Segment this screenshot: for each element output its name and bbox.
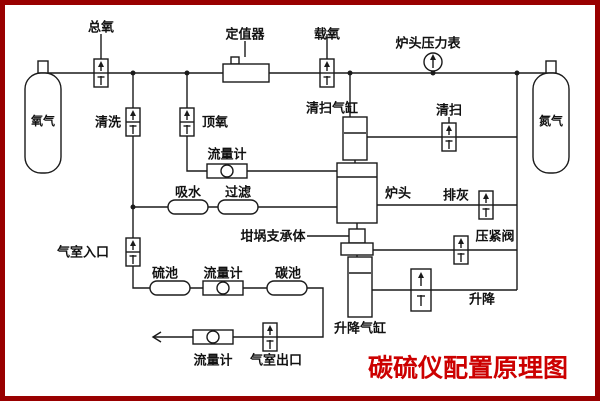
sulfur-cell-symbol (149, 280, 191, 296)
label-flowmeter-top: 流量计 (207, 146, 247, 162)
label-filter: 过滤 (224, 184, 252, 200)
crucible-support-symbol (340, 228, 374, 256)
flowmeter-mid-symbol (202, 280, 244, 296)
label-gas-chamber-outlet: 气室出口 (249, 352, 303, 368)
label-lift: 升降 (468, 291, 496, 307)
ash-discharge-valve (478, 190, 494, 220)
diagram-title: 碳硫仪配置原理图 (367, 354, 569, 383)
top-oxygen-line (186, 73, 337, 172)
filter-symbol (217, 199, 259, 215)
gas-chamber-outlet-valve (262, 322, 278, 352)
label-regulator: 定值器 (225, 26, 265, 42)
purge-valve (125, 107, 141, 137)
sweep-cylinder-symbol (342, 116, 368, 161)
flowmeter-bottom-symbol (192, 329, 234, 345)
label-sulfur-cell: 硫池 (151, 265, 179, 281)
flowmeter-top-symbol (206, 163, 248, 179)
label-lift-cylinder: 升降气缸 (333, 320, 387, 336)
pressure-gauge-icon (423, 52, 443, 72)
label-gas-chamber-inlet: 气室入口 (56, 244, 110, 260)
carbon-cell-symbol (266, 280, 308, 296)
lift-cylinder-symbol (347, 256, 373, 318)
label-oxygen-cylinder: 氧气 (30, 114, 56, 128)
label-top-oxygen: 顶氧 (201, 114, 229, 130)
label-crucible-support: 坩埚支承体 (240, 228, 306, 244)
label-pressure-gauge: 炉头压力表 (395, 35, 461, 51)
gas-chamber-inlet-valve (125, 237, 141, 267)
label-furnace-head: 炉头 (384, 185, 412, 201)
furnace-head-symbol (336, 162, 378, 224)
schematic-canvas (24, 34, 570, 352)
label-flowmeter-mid: 流量计 (203, 265, 243, 281)
label-nitrogen-cylinder: 氮气 (538, 114, 564, 128)
label-sweep-cylinder: 清扫气缸 (305, 100, 359, 116)
label-clamp-valve: 压紧阀 (475, 228, 515, 244)
carrier-oxygen-valve (319, 58, 335, 88)
water-absorber-symbol (167, 199, 209, 215)
label-sweep: 清扫 (435, 102, 463, 118)
junction-dots (130, 70, 520, 210)
label-carbon-cell: 碳池 (274, 265, 302, 281)
label-flowmeter-bottom: 流量计 (193, 352, 233, 368)
label-purge: 清洗 (94, 114, 122, 130)
sweep-valve (441, 122, 457, 152)
regulator-symbol (222, 56, 270, 83)
total-oxygen-valve (93, 58, 109, 88)
nitrogen-cylinder-symbol (532, 60, 570, 174)
outlet-arrow-icon (151, 331, 162, 343)
lift-valve (410, 268, 432, 312)
label-water-absorber: 吸水 (174, 184, 202, 200)
oxygen-cylinder-symbol (24, 60, 62, 174)
clamp-valve-symbol (453, 235, 469, 265)
top-oxygen-valve (179, 107, 195, 137)
label-total-oxygen: 总氧 (87, 19, 115, 35)
label-ash-discharge: 排灰 (442, 187, 470, 203)
label-carrier-oxygen: 载氧 (313, 26, 341, 42)
